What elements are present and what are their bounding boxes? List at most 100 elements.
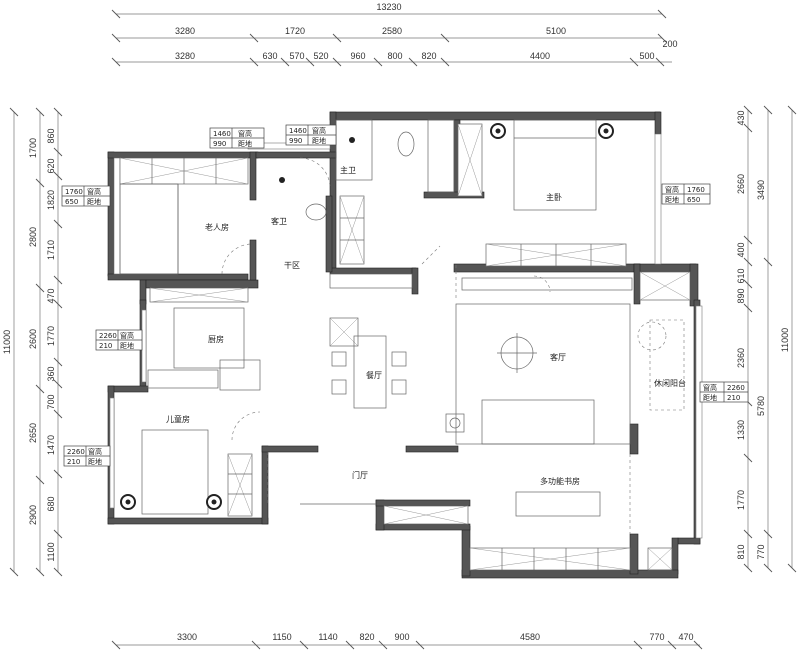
svg-text:1460: 1460 [213, 130, 231, 138]
room-label-child-room: 儿童房 [166, 414, 190, 424]
left-inner-dim-8: 1470 [46, 435, 56, 455]
top-row1-dim-2: 2580 [382, 26, 402, 36]
svg-text:650: 650 [687, 196, 700, 204]
left-outer-dim-2: 2600 [28, 329, 38, 349]
room-label-guest-bath: 客卫 [271, 216, 287, 226]
left-outer-dim-3: 2650 [28, 423, 38, 443]
svg-text:窗高: 窗高 [238, 129, 252, 138]
right-inner-dim-9: 770 [756, 544, 766, 559]
window-tag-elder-top: 1460 990 窗高 距地 [209, 127, 265, 149]
svg-text:990: 990 [213, 140, 226, 148]
left-inner-dim-7: 700 [46, 394, 56, 409]
left-inner-dim-1: 620 [46, 158, 56, 173]
svg-text:2260: 2260 [727, 384, 745, 392]
svg-text:1760: 1760 [687, 186, 705, 194]
svg-text:窗高: 窗高 [703, 383, 717, 392]
left-inner-dim-9: 680 [46, 496, 56, 511]
svg-text:990: 990 [289, 137, 302, 145]
svg-text:距地: 距地 [665, 195, 679, 204]
bottom-dim-4: 900 [394, 632, 409, 642]
room-label-living: 客厅 [550, 352, 566, 362]
top-row2-dim-9: 200 [662, 39, 677, 49]
top-row1-dim-3: 5100 [546, 26, 566, 36]
right-outer-dim-0: 3490 [756, 180, 766, 200]
room-label-balcony: 休闲阳台 [654, 378, 686, 388]
top-row2-dim-5: 800 [387, 51, 402, 61]
svg-text:窗高: 窗高 [120, 331, 134, 340]
bottom-dim-3: 820 [359, 632, 374, 642]
left-inner-dim-2: 1820 [46, 190, 56, 210]
svg-text:距地: 距地 [312, 136, 326, 145]
left-inner-dim-4: 470 [46, 288, 56, 303]
right-inner-dim-0: 430 [736, 110, 746, 125]
svg-text:距地: 距地 [88, 457, 102, 466]
top-row2-dim-7: 4400 [530, 51, 550, 61]
svg-text:窗高: 窗高 [312, 126, 326, 135]
bottom-dim-2: 1140 [318, 632, 337, 642]
left-inner-dim-0: 860 [46, 128, 56, 143]
top-row2-dim-4: 960 [350, 51, 365, 61]
room-label-master-bedroom: 主卧 [546, 192, 562, 202]
top-row2-dim-1: 630 [262, 51, 277, 61]
right-outer-dim-1: 5780 [756, 396, 766, 416]
left-outer-dim-1: 2800 [28, 227, 38, 247]
left-inner-dim-5: 1770 [46, 326, 56, 346]
room-label-dining: 餐厅 [366, 371, 382, 380]
bottom-dim-7: 470 [678, 632, 693, 642]
left-dimensions: 11000 1700 2800 2600 2650 2900 860 620 1… [2, 107, 63, 577]
svg-text:距地: 距地 [703, 393, 717, 402]
svg-text:窗高: 窗高 [87, 187, 101, 196]
bottom-dim-5: 4580 [520, 632, 540, 642]
svg-text:650: 650 [65, 198, 78, 206]
svg-text:窗高: 窗高 [88, 447, 102, 456]
top-row2-dim-2: 570 [289, 51, 304, 61]
svg-text:窗高: 窗高 [665, 185, 679, 194]
right-inner-dim-2: 400 [736, 242, 746, 257]
room-label-study: 多功能书房 [540, 476, 580, 486]
window-tag-kitchen: 2260 210 窗高 距地 [95, 329, 143, 351]
bottom-dim-6: 770 [649, 632, 664, 642]
svg-text:2260: 2260 [67, 448, 85, 456]
room-label-master-bath: 主卫 [340, 165, 356, 175]
window-tag-balcony: 窗高 距地 2260 210 [699, 381, 749, 403]
top-dimensions: 13230 3280 1720 2580 5100 3280 630 570 5… [111, 2, 678, 67]
svg-text:1760: 1760 [65, 188, 83, 196]
top-row1-dim-0: 3280 [175, 26, 195, 36]
right-inner-dim-5: 2360 [736, 348, 746, 368]
left-outer-dim-4: 2900 [28, 505, 38, 525]
room-label-foyer: 门厅 [352, 470, 368, 480]
bottom-dim-1: 1150 [272, 632, 291, 642]
top-row1-dim-1: 1720 [285, 26, 305, 36]
window-tag-child-room: 2260 210 窗高 距地 [63, 445, 111, 467]
left-inner-dim-10: 1100 [46, 542, 56, 561]
right-inner-dim-7: 1770 [736, 490, 746, 510]
right-inner-dim-4: 890 [736, 288, 746, 303]
window-tag-master: 窗高 距地 1760 650 [661, 183, 711, 205]
right-total-dim: 11000 [780, 328, 790, 352]
svg-text:210: 210 [99, 342, 112, 350]
doors [221, 157, 631, 534]
top-row2-dim-0: 3280 [175, 51, 195, 61]
room-label-kitchen: 厨房 [208, 334, 224, 344]
right-inner-dim-6: 1330 [736, 420, 746, 440]
window-tag-guest-bath: 1460 990 窗高 距地 [285, 124, 337, 146]
top-row2-dim-8: 500 [639, 51, 654, 61]
bottom-dimensions: 3300 1150 1140 820 900 4580 770 470 [111, 632, 703, 650]
window-tag-elder-left: 1760 650 窗高 距地 [61, 185, 111, 207]
svg-text:距地: 距地 [87, 197, 101, 206]
left-total-dim: 11000 [2, 330, 12, 354]
room-labels: 主卫 主卧 老人房 客卫 干区 厨房 餐厅 客厅 休闲阳台 儿童房 门厅 多功能… [166, 165, 686, 486]
svg-text:210: 210 [727, 394, 740, 402]
left-inner-dim-3: 1710 [46, 240, 56, 260]
right-inner-dim-3: 610 [736, 268, 746, 283]
room-label-dry-area: 干区 [284, 261, 300, 270]
top-row2-dim-3: 520 [313, 51, 328, 61]
svg-text:距地: 距地 [238, 139, 252, 148]
top-row2-dim-6: 820 [421, 51, 436, 61]
left-outer-dim-0: 1700 [28, 138, 38, 158]
left-inner-dim-6: 360 [46, 366, 56, 381]
svg-text:1460: 1460 [289, 127, 307, 135]
room-label-elder-room: 老人房 [205, 222, 229, 232]
right-inner-dim-1: 2660 [736, 174, 746, 194]
